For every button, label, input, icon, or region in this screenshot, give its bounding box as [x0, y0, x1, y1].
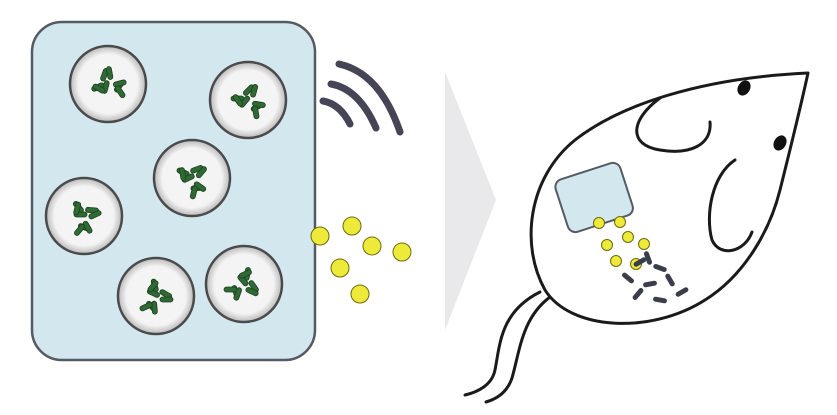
gut-bacterium — [633, 257, 647, 267]
molecule-dot — [392, 242, 412, 262]
mouse-body — [529, 71, 810, 325]
mouse-tail-inner — [484, 295, 552, 404]
bacteria-bead — [44, 176, 124, 256]
mouse-ear-right — [707, 158, 754, 253]
process-arrow — [445, 72, 496, 330]
gut-bacterium — [675, 287, 689, 297]
mouse-secreted-molecules — [593, 216, 650, 270]
molecule-dot — [614, 216, 626, 228]
wireless-signal-icon — [319, 60, 404, 136]
bacteria-bead — [116, 256, 196, 336]
molecule-dot — [601, 239, 613, 251]
gut-bacterium — [643, 280, 657, 288]
gut-bacterium — [643, 251, 653, 265]
gut-bacterium — [653, 263, 667, 273]
mouse-ear-left — [635, 96, 712, 153]
secreted-molecules — [310, 216, 412, 304]
bacteria-bead — [68, 44, 148, 124]
molecule-dot — [350, 284, 370, 304]
mouse-tail — [463, 290, 542, 397]
molecule-dot — [593, 217, 605, 229]
mouse-eye-upper — [737, 80, 751, 96]
gut-bacterium — [665, 273, 675, 287]
molecule-dot — [610, 255, 622, 267]
molecule-dot — [622, 231, 634, 243]
bead-group — [44, 44, 288, 336]
molecule-dot — [330, 258, 350, 278]
bacteria-bead — [208, 60, 288, 140]
gut-bacteria-cluster — [622, 251, 689, 304]
mouse-eye-lower — [773, 135, 787, 151]
molecule-dot — [342, 216, 362, 236]
gut-bacterium — [632, 288, 644, 300]
gut-bacterium — [653, 296, 667, 304]
molecule-dot — [362, 236, 382, 256]
molecule-dot — [310, 226, 330, 246]
gut-bacterium — [622, 272, 634, 284]
bacteria-bead — [152, 138, 232, 218]
mouse-with-implanted-patch — [463, 71, 810, 404]
molecule-dot — [638, 238, 650, 250]
bacteria-bead — [204, 244, 284, 324]
